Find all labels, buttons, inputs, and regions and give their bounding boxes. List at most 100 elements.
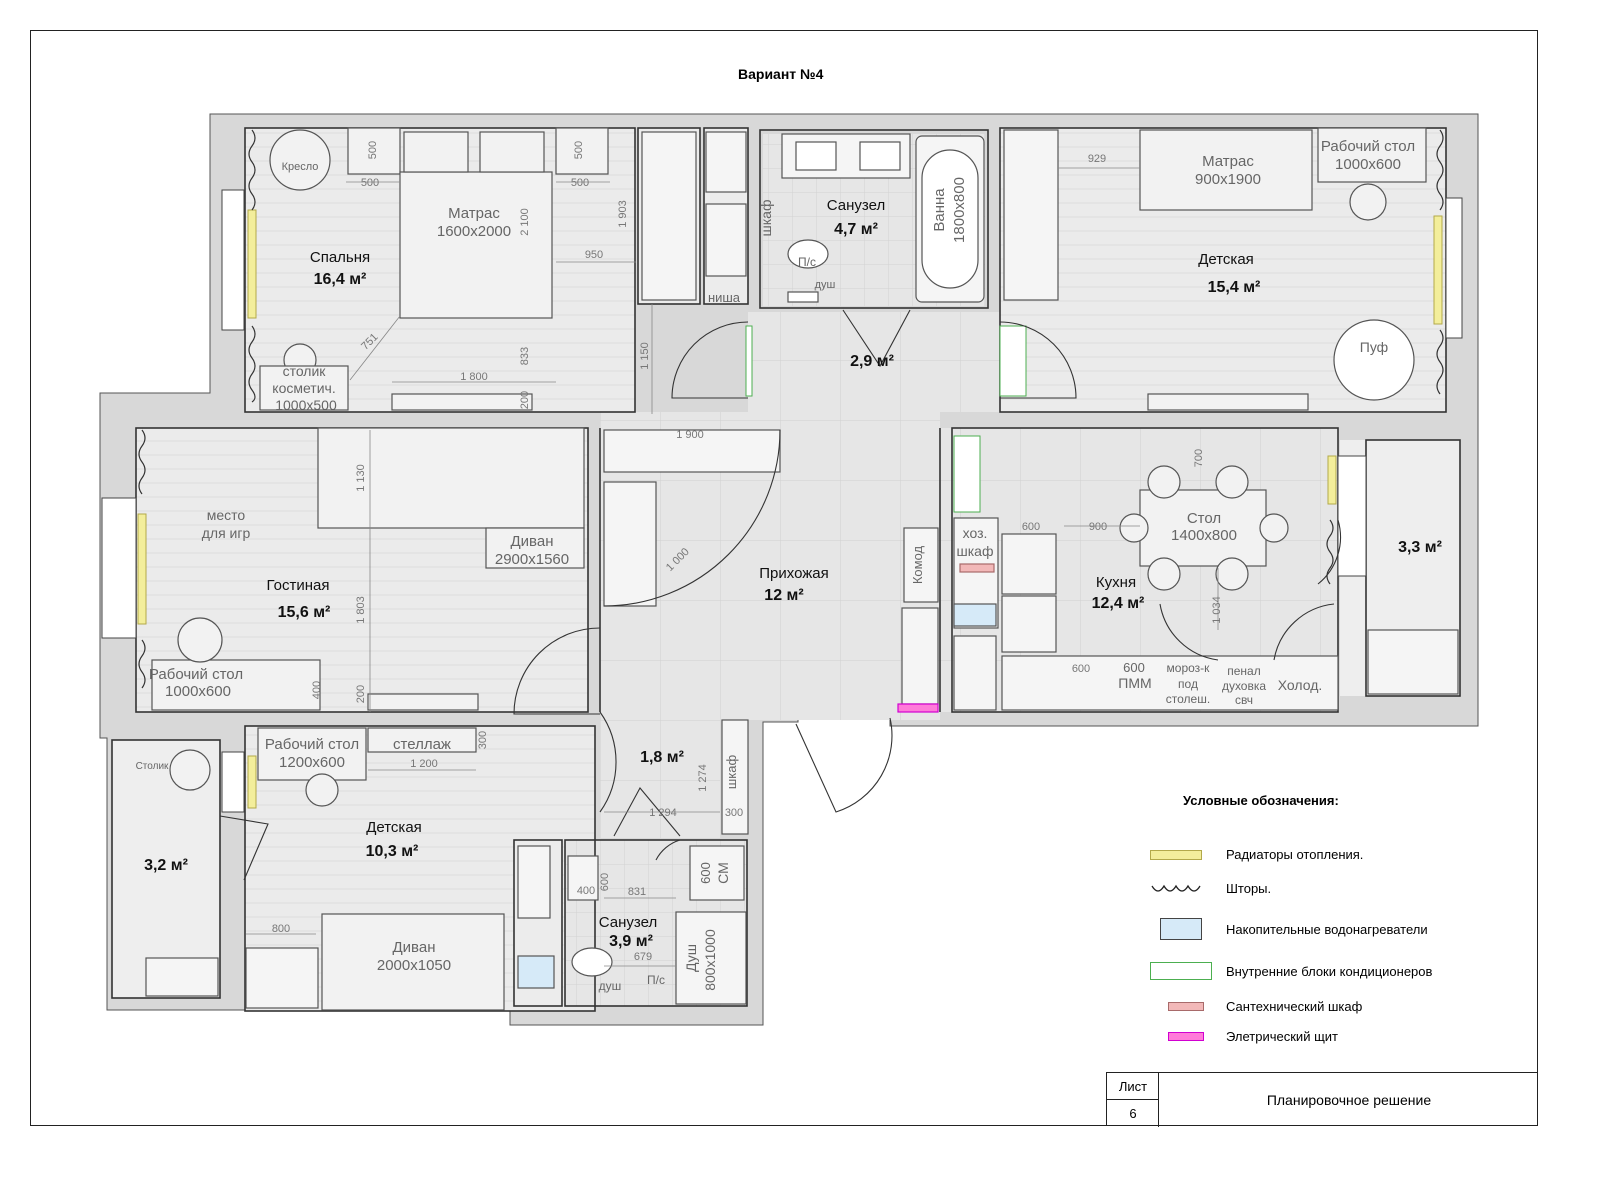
furniture-label: пенал <box>1227 664 1260 678</box>
furniture-label: свч <box>1235 693 1253 707</box>
furniture-label: столик <box>283 363 327 379</box>
dresser <box>903 527 939 603</box>
furniture-label: столеш. <box>1166 692 1210 706</box>
nightstand-right <box>555 127 609 175</box>
bed-single <box>1139 129 1313 211</box>
furniture-label: Стол <box>1187 510 1221 527</box>
furniture-label: Диван <box>511 533 554 550</box>
furniture-label: Рабочий стол <box>1321 138 1415 155</box>
dimension-label: 700 <box>1193 449 1205 467</box>
dining-table <box>1139 489 1267 567</box>
electrical-panel-swatch <box>1168 1032 1204 1041</box>
page-title: Вариант №4 <box>738 66 824 82</box>
furniture-label: 600 <box>1123 660 1145 675</box>
furniture-label: Диван <box>393 939 436 956</box>
furniture <box>145 127 1459 1011</box>
furniture-label: место <box>207 507 246 523</box>
dimension-label: 1 130 <box>355 464 367 492</box>
pouf-icon <box>1333 319 1415 401</box>
legend-label: Радиаторы отопления. <box>1226 847 1364 862</box>
nightstand-left <box>347 127 401 175</box>
room-area-gostinaya: 15,6 м² <box>278 604 331 621</box>
furniture-label: шкаф <box>724 755 739 790</box>
bed-double <box>399 171 553 319</box>
room-name-sanuzel2: Санузел <box>599 914 657 931</box>
floor-koridor <box>748 312 1000 412</box>
floor-hall2 <box>600 712 720 838</box>
dimension-label: 500 <box>361 177 379 189</box>
room-area-hall2: 1,8 м² <box>640 749 684 766</box>
dimension-label: 200 <box>355 685 367 703</box>
dimension-label: 1 200 <box>410 758 438 770</box>
furniture-label: П/с <box>798 255 816 269</box>
furniture-label: 1000х500 <box>275 397 337 413</box>
furniture-label: ПММ <box>1118 675 1151 691</box>
room-area-sanuzel2: 3,9 м² <box>609 933 653 950</box>
dimension-label: 500 <box>571 177 589 189</box>
furniture-label: Кресло <box>282 161 319 173</box>
shelf <box>367 727 477 753</box>
room-name-detskaya1: Детская <box>1198 251 1254 268</box>
dimension-label: 679 <box>634 951 652 963</box>
legend-curtains: Шторы. <box>1150 880 1271 896</box>
toilet-icon <box>787 239 829 269</box>
furniture-label: П/с <box>647 973 665 987</box>
furniture-label: шкаф <box>758 200 774 237</box>
furniture-label: 1200х600 <box>279 754 345 771</box>
dimension-label: 300 <box>725 807 743 819</box>
furniture-label: 2900х1560 <box>495 551 569 568</box>
furniture-label: духовка <box>1222 679 1266 693</box>
furniture-label: 1000х600 <box>1335 156 1401 173</box>
windows <box>101 189 1463 813</box>
room-area-balkon2: 3,2 м² <box>144 857 188 874</box>
dimension-label: 1 294 <box>649 807 677 819</box>
dimension-lines <box>246 167 1219 967</box>
furniture-label: стеллаж <box>393 736 451 753</box>
legend-label: Сантехнический шкаф <box>1226 999 1363 1014</box>
sheet-cell: Лист 6 <box>1107 1073 1159 1127</box>
shower-tray <box>675 911 747 1005</box>
furniture-label: 800х1000 <box>702 929 718 991</box>
room-area-balkon1: 3,3 м² <box>1398 539 1442 556</box>
dimension-label: 833 <box>519 347 531 365</box>
legend-label: Накопительные водонагреватели <box>1226 921 1428 937</box>
room-name-detskaya2: Детская <box>366 819 422 836</box>
desk-2 <box>151 659 321 711</box>
curtains <box>138 129 1444 689</box>
legend-label: Внутренние блоки кондиционеров <box>1226 963 1433 979</box>
room-name-prihozhaya: Прихожая <box>759 565 829 582</box>
dimension-label: 1 150 <box>639 342 651 370</box>
furniture-label: 1600х2000 <box>437 223 511 240</box>
furniture-label: ниша <box>708 290 741 305</box>
room-name-gostinaya: Гостиная <box>267 577 330 594</box>
drawing-frame <box>30 30 1538 1126</box>
room-area-sanuzel1: 4,7 м² <box>834 221 878 238</box>
room-name-spalnya: Спальня <box>310 249 370 266</box>
dimension-label: 600 <box>599 873 611 891</box>
furniture-label: Пуф <box>1360 339 1388 355</box>
water-heater-swatch <box>1160 918 1202 940</box>
plumbing-cabinet-swatch <box>1168 1002 1204 1011</box>
dimension-label: 800 <box>272 923 290 935</box>
room-area-kuhnya: 12,4 м² <box>1092 595 1145 612</box>
ac-unit-swatch <box>1150 962 1212 980</box>
furniture-label: Душ <box>683 944 699 972</box>
vanity-table <box>259 365 349 411</box>
dimension-label: 929 <box>1088 153 1106 165</box>
dimension-label: 500 <box>573 141 585 159</box>
sofa-corner <box>317 427 585 529</box>
furniture-label: Ванна <box>931 188 948 232</box>
dimension-label: 900 <box>1089 521 1107 533</box>
dimension-label: 1 274 <box>697 764 709 792</box>
tv-stand <box>391 393 533 411</box>
legend-ac-units: Внутренние блоки кондиционеров <box>1150 962 1432 980</box>
furniture-label: Рабочий стол <box>265 736 359 753</box>
furniture-label: Комод <box>910 545 925 584</box>
furniture-label: шкаф <box>957 543 994 559</box>
dimension-label: 600 <box>1072 663 1090 675</box>
dimension-label: 400 <box>577 885 595 897</box>
title-block: Лист 6 Планировочное решение <box>1106 1072 1538 1127</box>
furniture-label: Рабочий стол <box>149 666 243 683</box>
legend-label: Шторы. <box>1226 880 1272 896</box>
